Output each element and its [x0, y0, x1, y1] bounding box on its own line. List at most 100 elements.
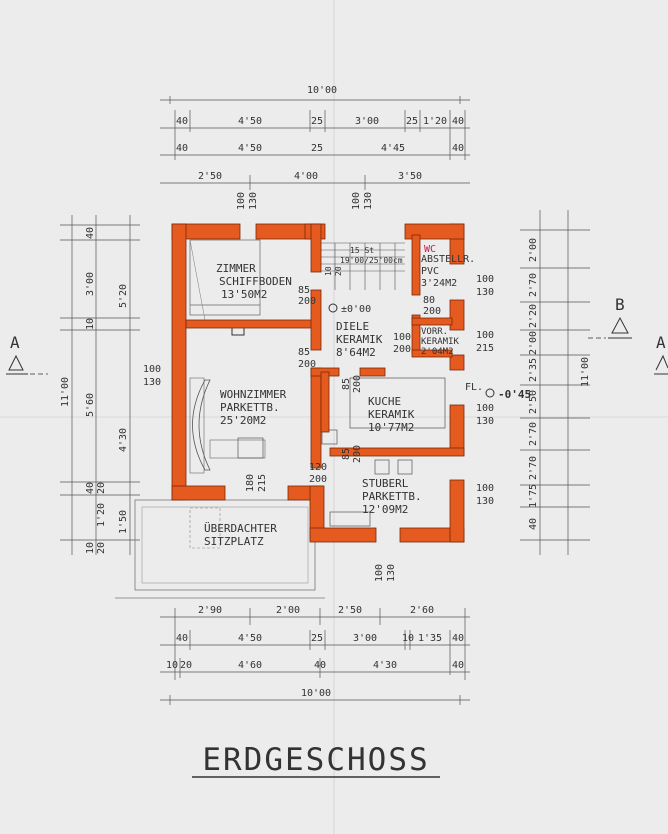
- dim-top-r1-2: 25: [311, 116, 323, 127]
- dim-top-open1-b: 130: [248, 192, 259, 210]
- dim-top-r3-1: 4'00: [294, 171, 318, 182]
- dim-bottom-r1-0: 2'90: [198, 605, 222, 616]
- dim-bottom-r3-3: 40: [314, 660, 326, 671]
- dim-right-open3-b: 130: [476, 496, 494, 507]
- dim-top-r3-2: 3'50: [398, 171, 422, 182]
- dim-right-9: 40: [528, 518, 539, 530]
- level-low: -0'45: [498, 388, 531, 401]
- section-a-right-label: A: [656, 333, 666, 352]
- dim-bottom-r1-2: 2'50: [338, 605, 362, 616]
- door-label-4a: 100: [393, 332, 411, 343]
- room-diele-name: DIELE: [336, 320, 369, 333]
- door-label-7b: 215: [257, 474, 268, 492]
- fl-label: FL.: [465, 382, 483, 393]
- room-diele: DIELE KERAMIK 8'64M2: [336, 320, 383, 359]
- bottom-dimension-chain: 100 130 2'90 2'00 2'50 2'60 40 4'50 25 3…: [160, 564, 470, 705]
- dim-top-r1-3: 3'00: [355, 116, 379, 127]
- dim-bottom-open-a: 100: [374, 564, 385, 582]
- dim-top-overall: 10'00: [307, 85, 337, 96]
- dim-right-4: 2'35: [528, 358, 539, 382]
- room-stuberl: STUBERL PARKETTB. 12'09M2: [362, 477, 422, 516]
- dim-right-5: 2'50: [528, 390, 539, 414]
- door-label-5b: 200: [423, 306, 441, 317]
- room-zimmer-finish: SCHIFFBODEN: [219, 275, 292, 288]
- dim-right-7: 2'70: [528, 456, 539, 480]
- room-stuberl-area: 12'09M2: [362, 503, 408, 516]
- terrace-outline: [115, 499, 325, 599]
- door-label-2b: 200: [352, 375, 363, 393]
- dim-bottom-r3-2: 4'60: [238, 660, 262, 671]
- dim-bottom-r2-1: 4'50: [238, 633, 262, 644]
- dim-left-b0: 10: [85, 542, 96, 554]
- dim-left-b1: 20: [96, 542, 107, 554]
- section-marker-a-left: A: [6, 333, 48, 375]
- stairs-count: 15 St: [350, 246, 374, 255]
- interior-fixtures: [189, 239, 495, 527]
- dim-left-o2: 10: [85, 318, 96, 330]
- room-kuche-name: KUCHE: [368, 395, 401, 408]
- dim-left-o1: 3'00: [85, 272, 96, 296]
- dim-bottom-r2-3: 3'00: [353, 633, 377, 644]
- door-label-7a: 180: [245, 474, 256, 492]
- room-zimmer-area: 13'50M2: [221, 288, 267, 301]
- room-kuche: KUCHE KERAMIK 10'77M2: [368, 395, 415, 434]
- dim-left-overall: 11'00: [60, 377, 71, 407]
- dim-top-r1-6: 40: [452, 116, 464, 127]
- room-kuche-finish: KERAMIK: [368, 408, 415, 421]
- stairs-rise: 19'00/25'00cm: [340, 256, 403, 265]
- dim-left-i2: 20: [96, 482, 107, 494]
- dim-bottom-r3-1: 20: [180, 660, 192, 671]
- room-abstellr-finish: PVC: [421, 266, 439, 277]
- door-label-5a: 80: [423, 295, 435, 306]
- door-label-6a: 120: [309, 462, 327, 473]
- dim-top-r1-1: 4'50: [238, 116, 262, 127]
- door-label-2a: 85: [341, 378, 352, 390]
- room-wohnzimmer: WOHNZIMMER PARKETTB. 25'20M2: [220, 388, 287, 427]
- door-label-6b: 200: [309, 474, 327, 485]
- door-label-1a: 85: [298, 347, 310, 358]
- dim-top-open1-a: 100: [236, 192, 247, 210]
- dim-right-3: 2'00: [528, 331, 539, 355]
- dim-left-i4: 1'50: [118, 510, 129, 534]
- room-wohnzimmer-finish: PARKETTB.: [220, 401, 280, 414]
- dim-bottom-overall: 10'00: [301, 688, 331, 699]
- drawing-title: ERDGESCHOSS: [202, 742, 429, 778]
- door-label-3b: 200: [352, 445, 363, 463]
- room-abstellr-area: 3'24M2: [421, 278, 457, 289]
- room-diele-finish: KERAMIK: [336, 333, 383, 346]
- door-label-3a: 85: [341, 448, 352, 460]
- section-marker-a-right: A: [654, 333, 668, 375]
- dim-bottom-r2-2: 25: [311, 633, 323, 644]
- dim-left-open-a: 100: [143, 364, 161, 375]
- dim-right-open0-a: 100: [476, 274, 494, 285]
- dim-right-0: 2'00: [528, 238, 539, 262]
- room-vorr-area: 2'04M2: [421, 347, 454, 357]
- dim-right-8: 1'75: [528, 484, 539, 508]
- room-terrace-finish: SITZPLATZ: [204, 535, 264, 548]
- room-zimmer: ZIMMER SCHIFFBODEN 13'50M2: [216, 262, 292, 301]
- annotations: WC 15 St 19'00/25'00cm ±0'00 -0'45 FL. 8…: [245, 244, 531, 492]
- door-label-4b: 200: [393, 344, 411, 355]
- dim-left-i0: 5'20: [118, 284, 129, 308]
- dim-left-o0: 40: [85, 227, 96, 239]
- room-abstellr-name: ABSTELLR.: [421, 254, 475, 265]
- dim-bottom-r2-0: 40: [176, 633, 188, 644]
- room-vorr-finish: KERAMIK: [421, 337, 460, 347]
- room-stuberl-name: STUBERL: [362, 477, 409, 490]
- dim-left-i1: 4'30: [118, 428, 129, 452]
- dim-bottom-r3-0: 10: [166, 660, 178, 671]
- door-label-8b: 20: [334, 266, 343, 276]
- wc-handwritten-label: WC: [424, 244, 436, 255]
- door-label-8a: 10: [324, 266, 333, 276]
- dim-top-r1-5: 1'20: [423, 116, 447, 127]
- dim-right-open1-b: 215: [476, 343, 494, 354]
- dim-right-1: 2'70: [528, 273, 539, 297]
- room-vorr: VORR. KERAMIK 2'04M2: [421, 327, 460, 357]
- dim-bottom-r3-4: 4'30: [373, 660, 397, 671]
- dim-top-r1-0: 40: [176, 116, 188, 127]
- door-label-0a: 85: [298, 285, 310, 296]
- dim-right-open3-a: 100: [476, 483, 494, 494]
- dim-top-r2-2: 25: [311, 143, 323, 154]
- room-vorr-name: VORR.: [421, 327, 448, 337]
- room-diele-area: 8'64M2: [336, 346, 376, 359]
